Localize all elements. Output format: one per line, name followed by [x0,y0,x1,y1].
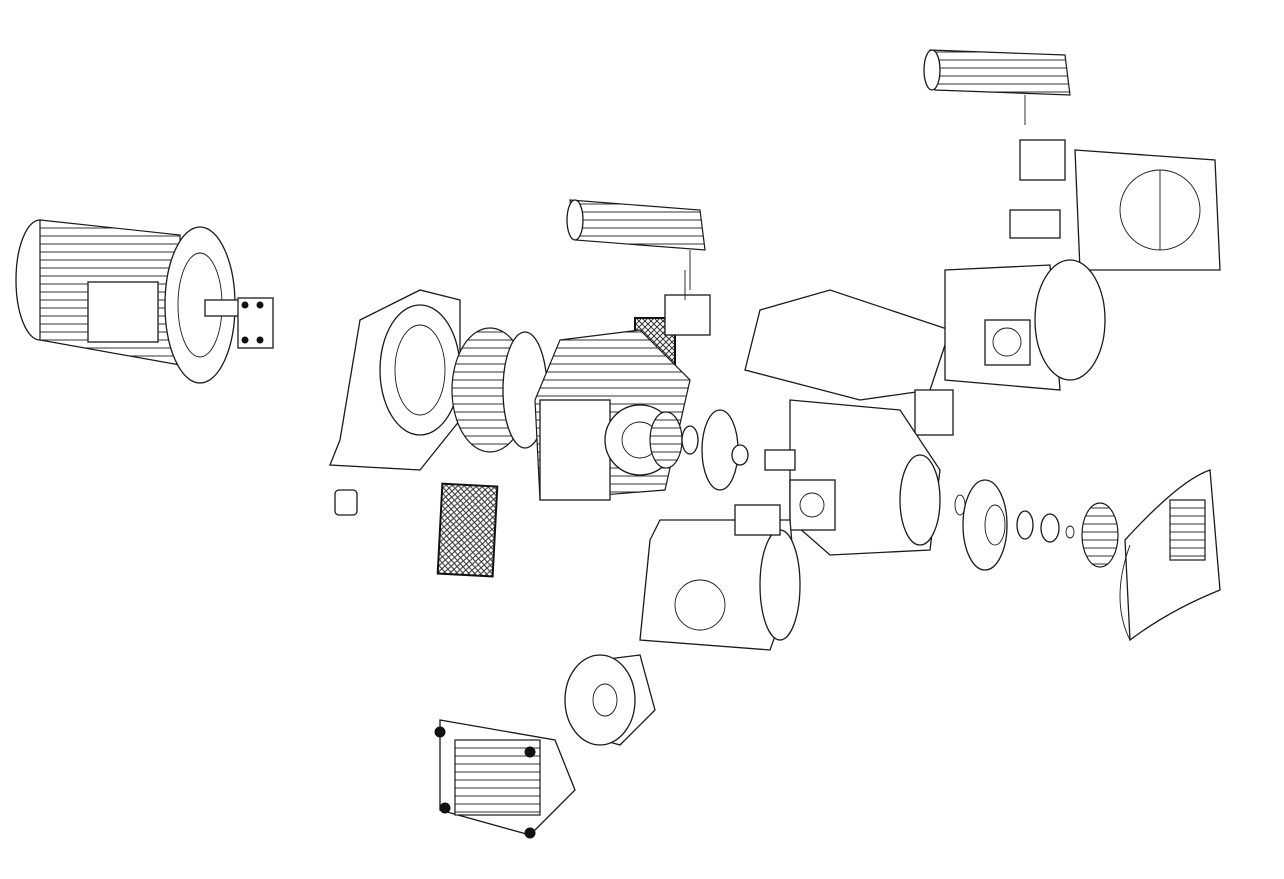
silencer-top [923,49,1071,125]
valve-block-top [1019,139,1066,181]
pump-body [764,399,941,556]
electric-motor [15,219,274,384]
cover-sheet [744,289,951,401]
seal-rings [1016,510,1075,543]
gasket [914,389,954,436]
side-cover-right [1074,149,1221,271]
screw [524,827,536,839]
screw [439,802,451,814]
bearing-flange [701,409,749,491]
bearing-cover-right [954,479,1008,571]
screw [434,726,446,738]
rubber-foot [334,489,358,516]
fan-guard-right [1119,469,1221,642]
radial-fan-impeller [451,327,548,453]
valve-block-middle [664,270,711,336]
screw [524,746,536,758]
drive-gear [649,411,699,469]
lower-cover [434,719,576,839]
compressor-housing-upper [944,259,1106,391]
silencer-middle [566,199,706,290]
cooling-fan-wheel [1081,502,1119,568]
compressor-housing-lower [639,504,801,651]
pump-cover [534,329,691,501]
fan-housing-bracket [329,289,461,471]
valve-seat-top [1009,209,1061,239]
filter-screen-lower [436,482,499,578]
air-filter-cartridge [564,654,656,746]
motor-coupling [237,297,274,349]
